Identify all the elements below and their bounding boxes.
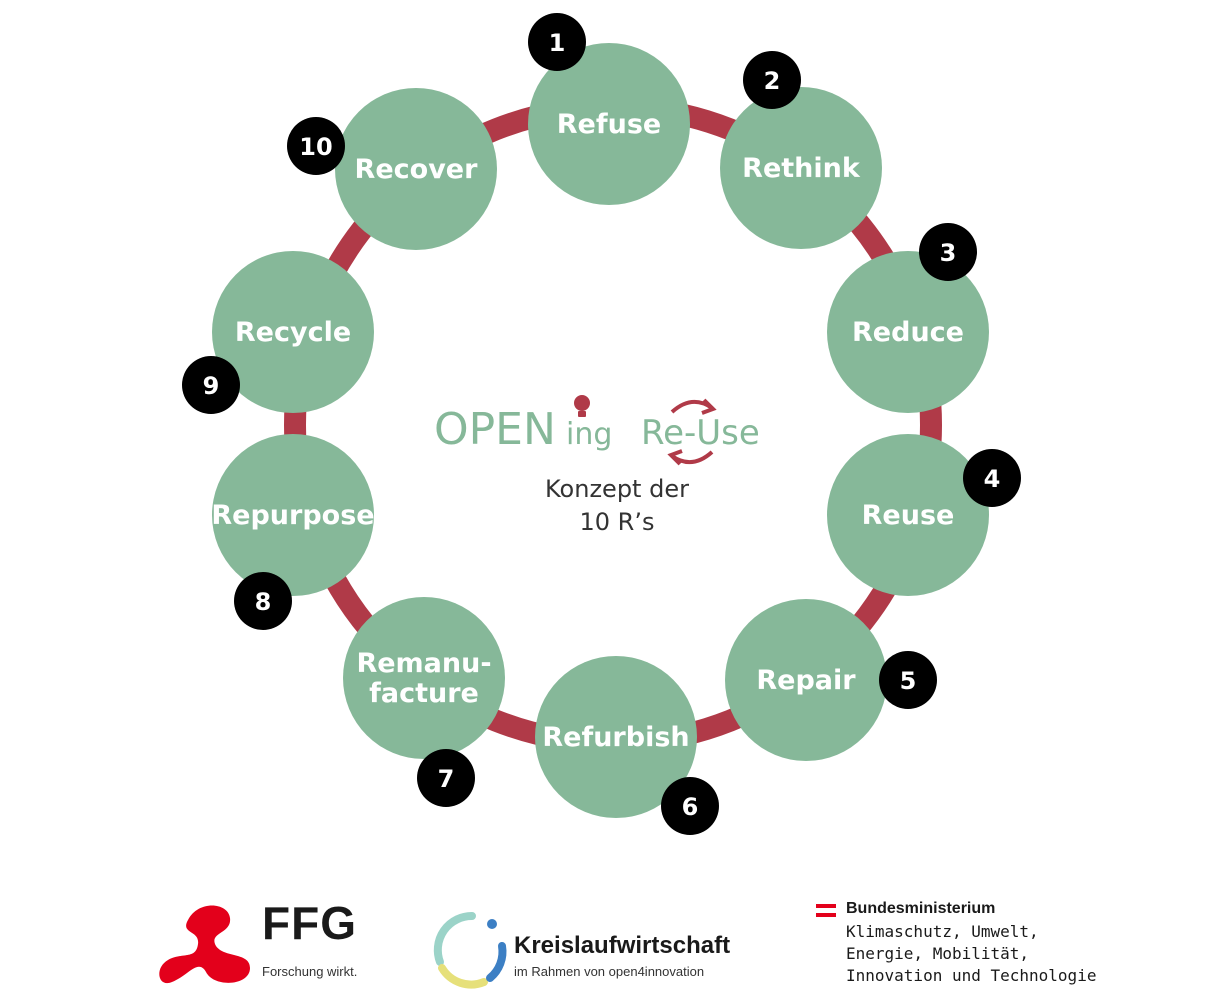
ministry-line-3: Innovation und Technologie bbox=[846, 966, 1097, 985]
lightbulb-icon bbox=[574, 395, 590, 417]
kreislaufwirtschaft-tagline: im Rahmen von open4innovation bbox=[514, 964, 705, 979]
step-number: 5 bbox=[900, 667, 917, 695]
step-node-7: Remanu-facture bbox=[343, 597, 505, 759]
step-number: 3 bbox=[940, 239, 957, 267]
step-badge-10: 10 bbox=[287, 117, 345, 175]
ffg-logo: FFG Forschung wirkt. bbox=[158, 898, 378, 988]
step-number: 4 bbox=[984, 465, 1001, 493]
step-badge-circle bbox=[879, 651, 937, 709]
ffg-logo-icon bbox=[159, 905, 250, 984]
step-label: Remanu- bbox=[356, 648, 491, 679]
step-node-6: Refurbish bbox=[535, 656, 697, 818]
step-badge-circle bbox=[417, 749, 475, 807]
step-node-2: Rethink bbox=[720, 87, 882, 249]
step-badge-5: 5 bbox=[879, 651, 937, 709]
step-node-9: Recycle bbox=[212, 251, 374, 413]
step-number: 10 bbox=[299, 133, 332, 161]
footer-logos: FFG Forschung wirkt. Kreislaufwirtschaft… bbox=[0, 880, 1206, 1005]
step-number: 8 bbox=[255, 588, 272, 616]
ministry-heading: Bundesministerium bbox=[846, 900, 996, 917]
step-badge-circle bbox=[661, 777, 719, 835]
step-node-5: Repair bbox=[725, 599, 887, 761]
step-badge-circle bbox=[528, 13, 586, 71]
circular-arrows-icon bbox=[667, 398, 717, 466]
logo-open-text: OPEN bbox=[434, 404, 556, 455]
step-badge-3: 3 bbox=[919, 223, 977, 281]
step-badge-8: 8 bbox=[234, 572, 292, 630]
step-badge-circle bbox=[919, 223, 977, 281]
step-badge-7: 7 bbox=[417, 749, 475, 807]
step-label: Repurpose bbox=[211, 500, 374, 531]
step-label: Refuse bbox=[557, 109, 661, 140]
step-label: Reuse bbox=[862, 500, 955, 531]
step-label: Recycle bbox=[235, 317, 351, 348]
step-label: facture bbox=[369, 678, 479, 709]
step-label: Refurbish bbox=[542, 722, 689, 753]
ffg-tagline: Forschung wirkt. bbox=[262, 964, 358, 979]
opening-reuse-logo: OPEN ing Re-Use bbox=[434, 395, 760, 466]
step-node-circle bbox=[535, 656, 697, 818]
step-number: 2 bbox=[764, 67, 781, 95]
step-node-1: Refuse bbox=[528, 43, 690, 205]
ministry-line-2: Energie, Mobilität, bbox=[846, 944, 1030, 963]
step-node-circle bbox=[827, 434, 989, 596]
step-badge-circle bbox=[182, 356, 240, 414]
step-badge-6: 6 bbox=[661, 777, 719, 835]
step-label: Repair bbox=[756, 665, 856, 696]
step-badge-9: 9 bbox=[182, 356, 240, 414]
logo-ing-text: ing bbox=[566, 417, 612, 452]
step-badges: 1 2 3 4 5 6 7 8 9 10 bbox=[182, 13, 1021, 835]
step-number: 9 bbox=[203, 372, 220, 400]
step-node-10: Recover bbox=[335, 88, 497, 250]
ministry-line-1: Klimaschutz, Umwelt, bbox=[846, 922, 1039, 941]
circle-logo-icon bbox=[433, 911, 507, 989]
kreislaufwirtschaft-logo: Kreislaufwirtschaft im Rahmen von open4i… bbox=[432, 910, 772, 990]
step-label: Recover bbox=[355, 154, 479, 185]
step-number: 7 bbox=[438, 765, 455, 793]
step-number: 1 bbox=[549, 29, 566, 57]
logo-reuse-text: Re-Use bbox=[641, 413, 760, 453]
step-node-circle bbox=[720, 87, 882, 249]
subtitle-line-2: 10 R’s bbox=[580, 508, 655, 536]
ministry-logo: Bundesministerium Klimaschutz, Umwelt, E… bbox=[816, 900, 1116, 1000]
kreislaufwirtschaft-name: Kreislaufwirtschaft bbox=[514, 932, 731, 959]
austria-flag-icon bbox=[816, 904, 836, 917]
step-number: 6 bbox=[682, 793, 699, 821]
step-badge-circle bbox=[963, 449, 1021, 507]
step-label: Rethink bbox=[742, 153, 861, 184]
step-node-circle bbox=[725, 599, 887, 761]
subtitle-line-1: Konzept der bbox=[545, 475, 689, 503]
step-node-3: Reduce bbox=[827, 251, 989, 413]
step-node-4: Reuse bbox=[827, 434, 989, 596]
step-node-circle bbox=[827, 251, 989, 413]
step-node-circle bbox=[528, 43, 690, 205]
ffg-name: FFG bbox=[262, 897, 357, 949]
step-node-8: Repurpose bbox=[211, 434, 375, 596]
step-node-circle bbox=[335, 88, 497, 250]
step-node-circle bbox=[212, 251, 374, 413]
step-badge-4: 4 bbox=[963, 449, 1021, 507]
step-node-circle bbox=[212, 434, 374, 596]
step-node-circle bbox=[343, 597, 505, 759]
step-badge-circle bbox=[287, 117, 345, 175]
step-badge-2: 2 bbox=[743, 51, 801, 109]
step-badge-1: 1 bbox=[528, 13, 586, 71]
step-label: Reduce bbox=[852, 317, 964, 348]
step-badge-circle bbox=[743, 51, 801, 109]
step-badge-circle bbox=[234, 572, 292, 630]
